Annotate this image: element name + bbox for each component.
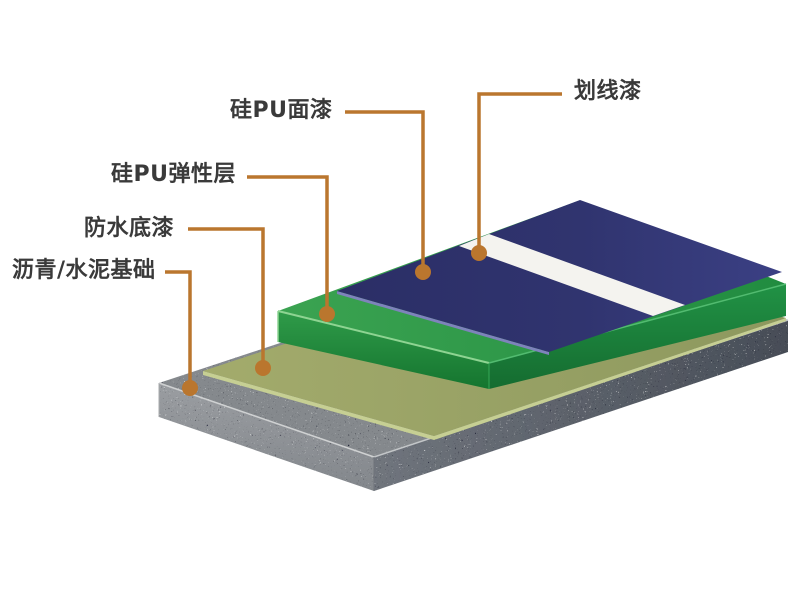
label-topcoat: 硅PU面漆	[230, 98, 333, 123]
leader-dot-elastic	[319, 306, 335, 322]
base-edge-highlight-sw	[158, 382, 375, 458]
label-line-paint: 划线漆	[574, 79, 642, 104]
leader-dot-primer	[255, 360, 271, 376]
primer-edge-se	[434, 318, 786, 440]
leader-line-topcoat	[345, 110, 425, 272]
leader-dot-base	[182, 380, 198, 396]
leader-line-primer	[188, 227, 265, 368]
leader-line-line-paint	[477, 92, 562, 253]
topcoat-edge-strip	[337, 291, 549, 355]
leader-dot-topcoat	[415, 264, 431, 280]
elastic-southeast-face	[489, 284, 786, 389]
leader-line-elastic	[247, 175, 329, 314]
marking-line-stripe	[459, 234, 685, 316]
base-southeast-face	[374, 320, 788, 491]
base-southwest-face	[159, 383, 374, 491]
elastic-southwest-face	[278, 311, 489, 389]
primer-edge-sw	[203, 371, 434, 440]
leader-dot-line-paint	[471, 245, 487, 261]
topcoat-layer	[337, 200, 782, 355]
label-primer: 防水底漆	[84, 216, 175, 241]
elastic-edge-highlight-sw	[277, 310, 490, 364]
label-elastic: 硅PU弹性层	[111, 162, 236, 187]
label-base: 沥青/水泥基础	[12, 258, 156, 283]
leader-line-base	[165, 270, 192, 388]
leader-lines	[165, 92, 562, 396]
